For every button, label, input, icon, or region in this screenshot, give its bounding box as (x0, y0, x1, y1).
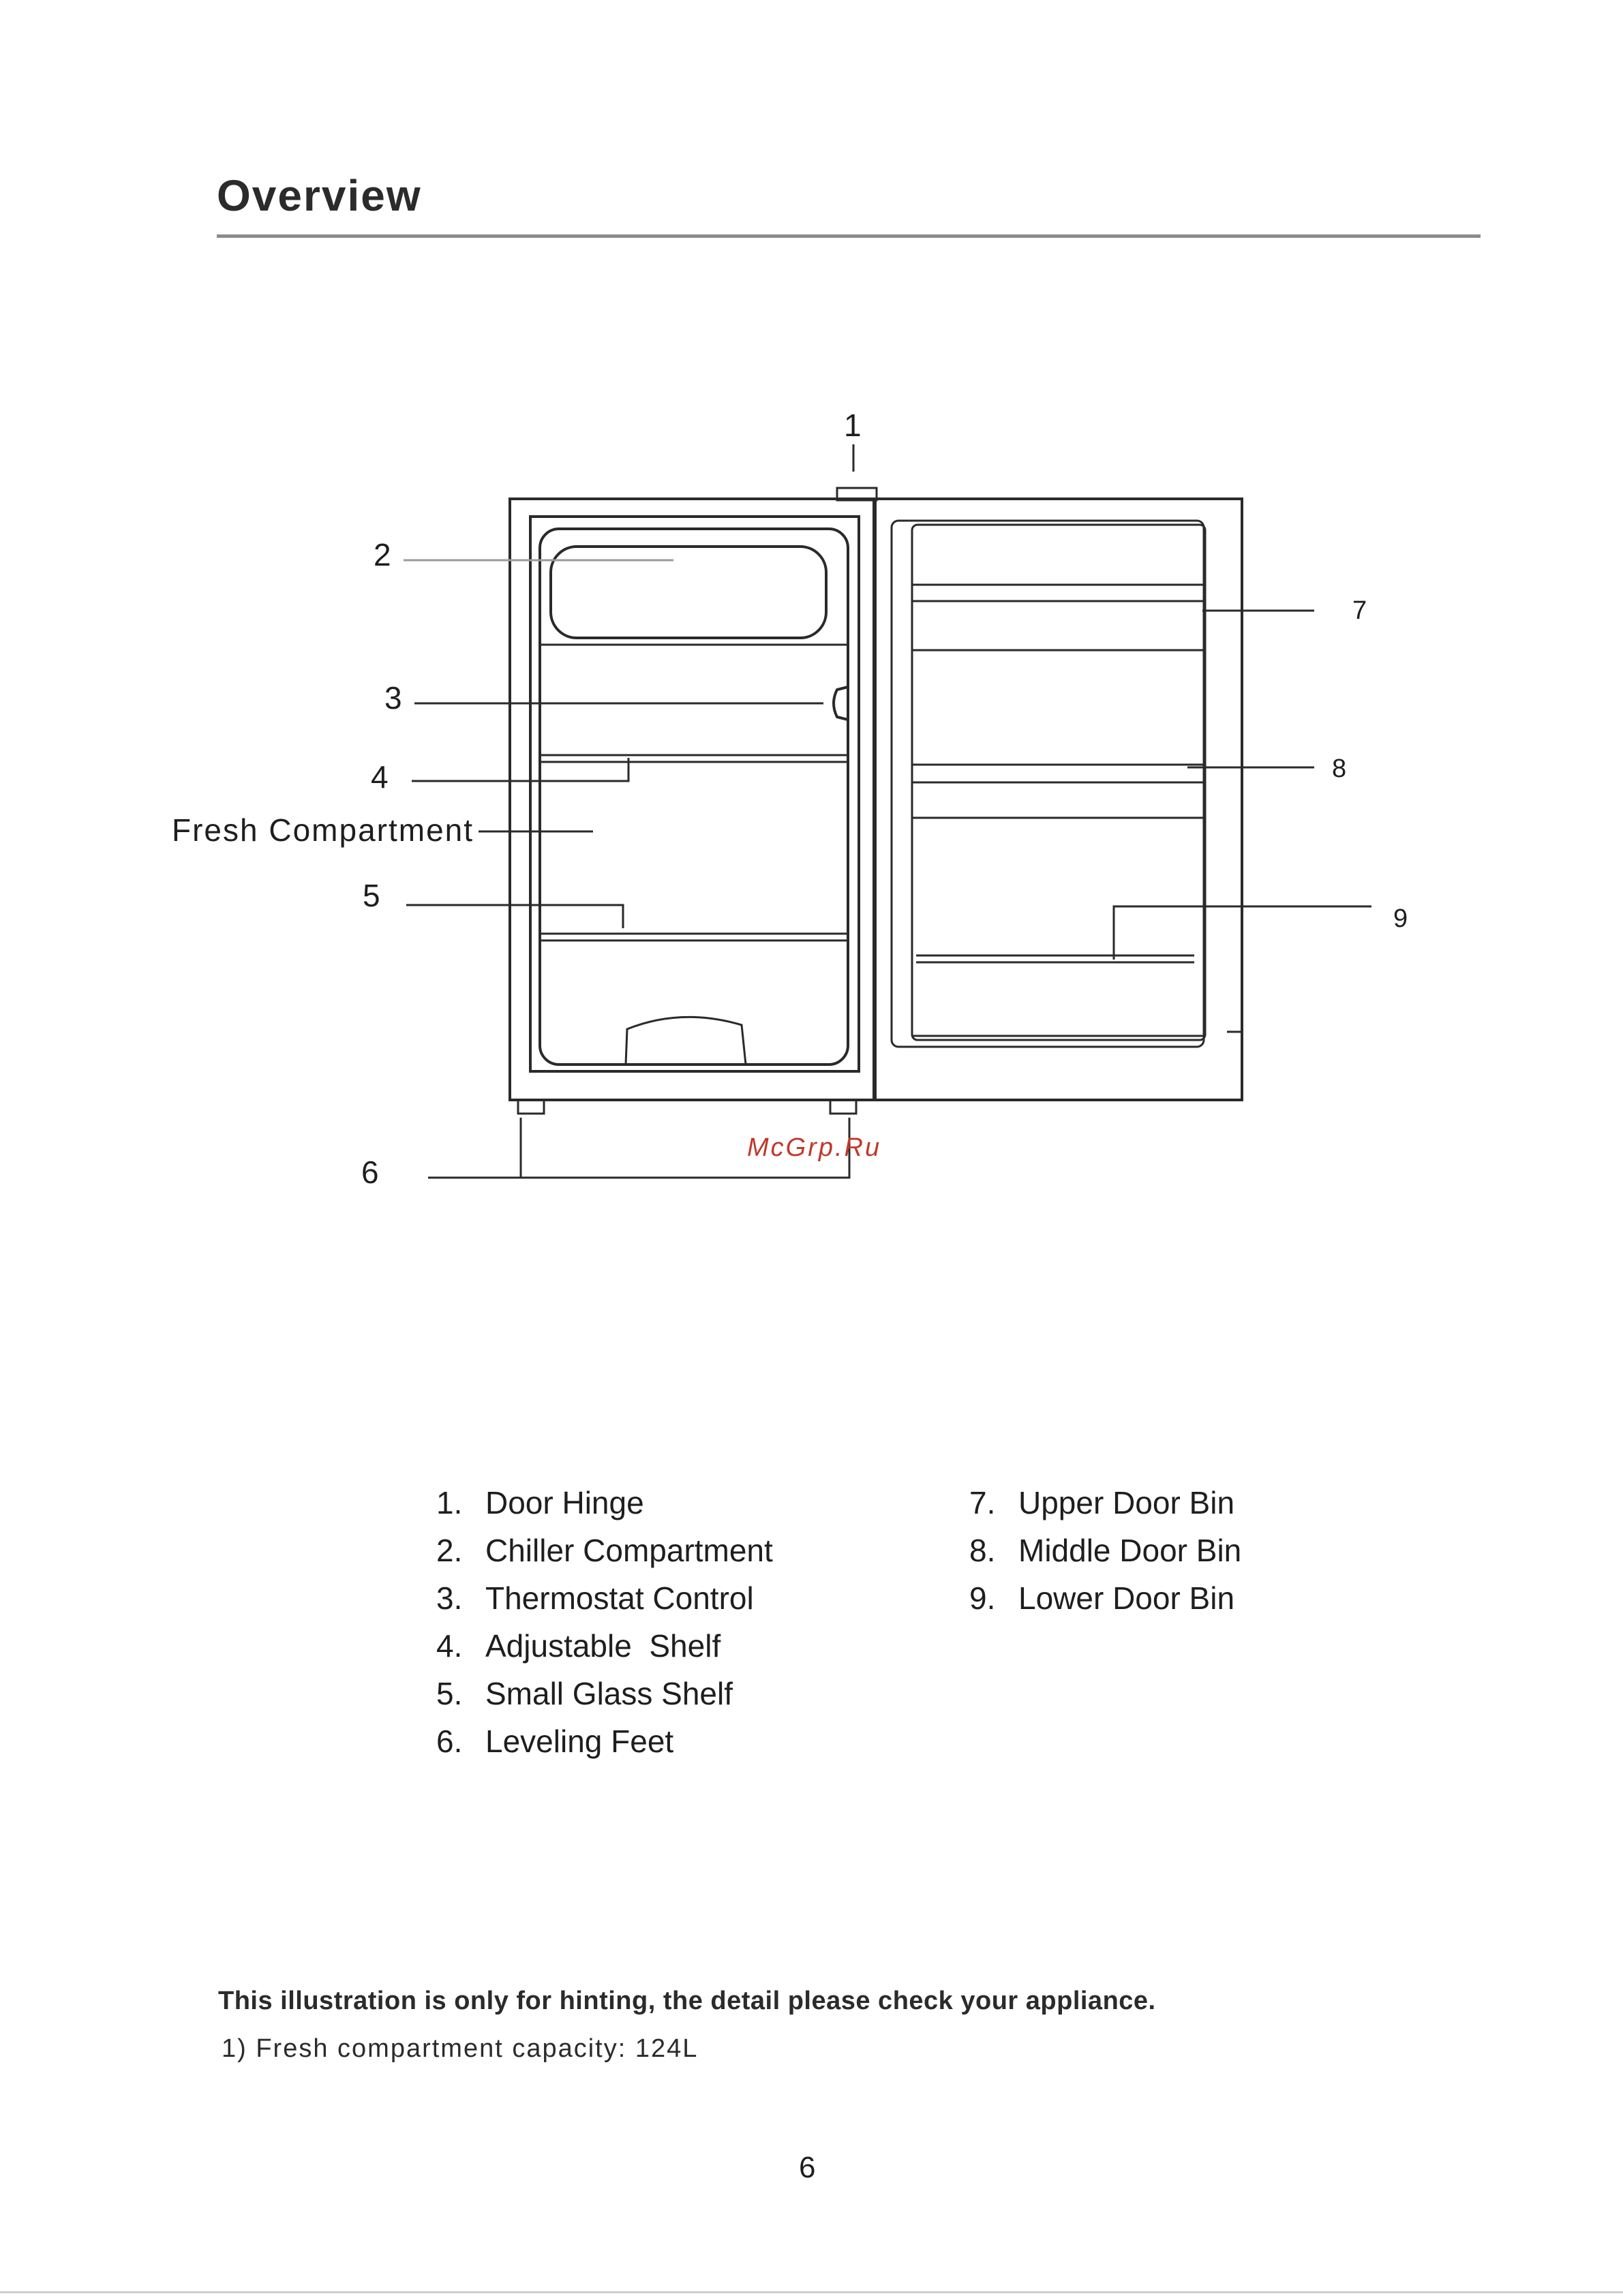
cabinet-liner (529, 515, 860, 1073)
callout-9: 9 (1393, 904, 1408, 933)
callout-4: 4 (371, 759, 389, 795)
callout-3: 3 (384, 680, 402, 716)
legend-right-column: 7. Upper Door Bin 8. Middle Door Bin 9. … (969, 1479, 1241, 1622)
fresh-compartment-label: Fresh Compartment (172, 812, 474, 848)
door-hinge (836, 487, 878, 502)
page-number: 6 (799, 2151, 816, 2184)
legend-number: 7. (969, 1485, 996, 1520)
leveling-foot-right (829, 1099, 858, 1115)
legend-number: 9. (969, 1580, 996, 1616)
legend-label: Middle Door Bin (1018, 1533, 1242, 1568)
legend-item: 9. Lower Door Bin (969, 1574, 1241, 1622)
legend-number: 8. (969, 1533, 996, 1568)
bottom-divider (0, 2291, 1623, 2293)
callout-2: 2 (374, 537, 391, 572)
cabinet-outline (509, 498, 875, 1101)
callout-7: 7 (1352, 596, 1367, 625)
crisper-cover (624, 1015, 747, 1065)
leveling-foot-left (517, 1099, 545, 1115)
legend-number: 3. (436, 1580, 463, 1616)
chiller-compartment (549, 545, 828, 639)
legend-label: Upper Door Bin (1018, 1485, 1235, 1520)
legend-number: 1. (436, 1485, 463, 1520)
legend-label: Adjustable Shelf (485, 1628, 721, 1664)
legend-item: 5. Small Glass Shelf (436, 1670, 773, 1717)
callout-6: 6 (361, 1154, 379, 1190)
legend-item: 3. Thermostat Control (436, 1574, 773, 1622)
legend-label: Thermostat Control (485, 1580, 754, 1616)
callout-1: 1 (844, 408, 862, 443)
page-title: Overview (217, 171, 422, 220)
legend-label: Lower Door Bin (1018, 1580, 1235, 1616)
legend-item: 7. Upper Door Bin (969, 1479, 1241, 1527)
legend-item: 8. Middle Door Bin (969, 1527, 1241, 1574)
legend-item: 6. Leveling Feet (436, 1717, 773, 1765)
legend-label: Chiller Compartment (485, 1533, 773, 1568)
thermostat-knob (832, 686, 849, 721)
legend-item: 2. Chiller Compartment (436, 1527, 773, 1574)
legend-item: 4. Adjustable Shelf (436, 1622, 773, 1670)
illustration-note: This illustration is only for hinting, t… (218, 1987, 1156, 2015)
legend-number: 4. (436, 1628, 463, 1664)
title-divider (217, 234, 1481, 238)
cabinet-inner (539, 527, 849, 1066)
legend-label: Leveling Feet (485, 1724, 674, 1759)
legend-number: 6. (436, 1724, 463, 1759)
legend-label: Small Glass Shelf (485, 1676, 733, 1711)
callout-8: 8 (1332, 754, 1346, 783)
legend-number: 5. (436, 1676, 463, 1711)
legend-label: Door Hinge (485, 1485, 644, 1520)
legend-number: 2. (436, 1533, 463, 1568)
door-liner (890, 519, 1205, 1048)
door-outline (874, 498, 1243, 1101)
legend-left-column: 1. Door Hinge 2. Chiller Compartment 3. … (436, 1479, 773, 1765)
watermark: McGrp.Ru (747, 1133, 881, 1162)
refrigerator-diagram: 1 2 3 4 Fresh Compartment 5 6 7 8 9 McGr… (172, 408, 1408, 1190)
callout-5: 5 (363, 878, 380, 913)
capacity-footnote: 1) Fresh compartment capacity: 124L (222, 2034, 699, 2063)
legend-item: 1. Door Hinge (436, 1479, 773, 1527)
